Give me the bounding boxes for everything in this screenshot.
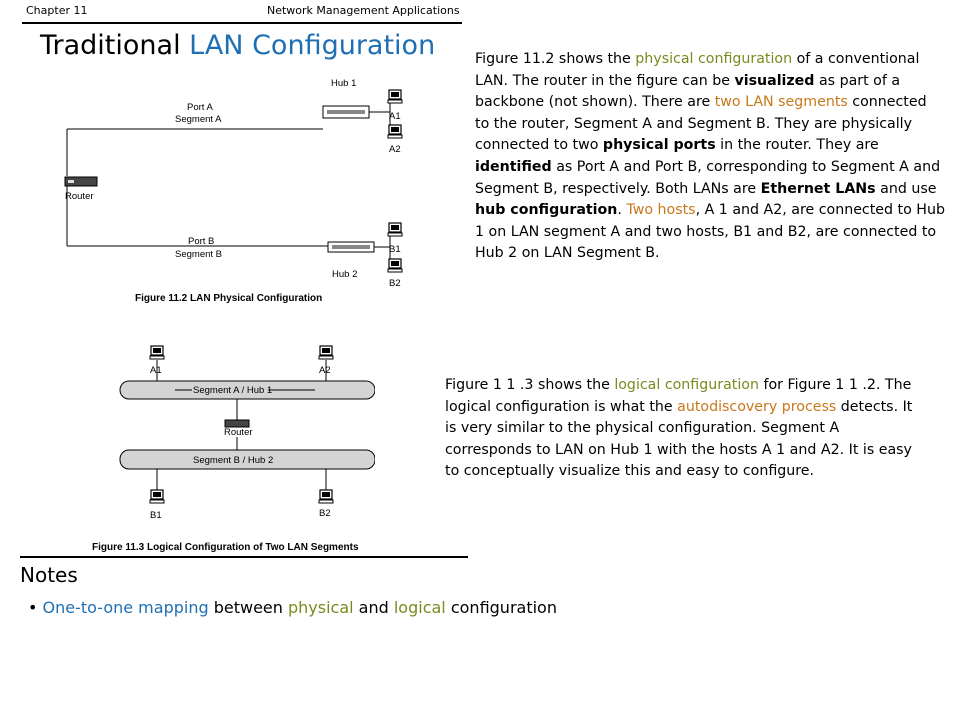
- hub2-label: Hub 2: [332, 269, 357, 280]
- logical-configuration-paragraph: Figure 1 1 .3 shows the logical configur…: [445, 375, 915, 483]
- para1-text: as Port A and Port B, corresponding to S…: [475, 158, 941, 197]
- segment-a-pipe: [119, 380, 375, 400]
- router-device: [64, 176, 98, 187]
- logical-host-b1-icon: [149, 489, 165, 504]
- router-label: Router: [65, 191, 94, 202]
- host-a1-label: A1: [389, 111, 401, 122]
- header-title: Network Management Applications: [267, 4, 460, 17]
- para2-highlight-logical-configuration: logical configuration: [614, 377, 759, 393]
- para1-highlight-visualized: visualized: [734, 72, 815, 89]
- para1-highlight-physical-configuration: physical configuration: [635, 51, 793, 67]
- slide-title-part2: LAN Configuration: [189, 30, 436, 61]
- logical-host-a2-label: A2: [319, 365, 331, 376]
- host-a2-icon: [387, 124, 403, 139]
- para1-text: , A 1 and A2, are connected to Hub 1 on …: [475, 202, 945, 262]
- para1-text: in the router. They are: [715, 137, 879, 154]
- para1-text: Figure 11.2 shows the: [475, 51, 636, 67]
- logical-router-label: Router: [224, 427, 253, 438]
- segment-b-label: Segment B: [175, 249, 222, 260]
- slide-title-part1: Traditional: [40, 30, 190, 61]
- port-a-label: Port A: [187, 102, 214, 113]
- host-b2-icon: [387, 258, 403, 273]
- figure-logical-configuration: A1 A2 Segment A / Hub 1 Router Segment B…: [92, 345, 375, 553]
- logical-host-b2-label: B2: [319, 508, 331, 519]
- para2-text: detects. It is very similar to the physi…: [445, 398, 913, 480]
- physical-configuration-paragraph: Figure 11.2 shows the physical configura…: [475, 49, 945, 265]
- figure1-caption: Figure 11.2 LAN Physical Configuration: [135, 293, 322, 304]
- segment-a-label: Segment A: [175, 114, 222, 125]
- notes-text: and: [353, 598, 394, 617]
- hub1-label: Hub 1: [331, 78, 356, 89]
- para1-text: as part of a backbone (not shown). There…: [475, 72, 901, 111]
- segment-b-hub2-label: Segment B / Hub 2: [193, 455, 273, 466]
- host-a2-label: A2: [389, 144, 401, 155]
- notes-highlight-physical: physical: [287, 598, 354, 617]
- para1-text: connected to the router, Segment A and S…: [475, 94, 927, 154]
- logical-host-a1-icon: [149, 345, 165, 360]
- para2-text: Figure 1 1 .3 shows the: [445, 377, 615, 393]
- para2-highlight-autodiscovery-process: autodiscovery process: [677, 398, 837, 415]
- notes-highlight-logical: logical: [393, 598, 446, 617]
- para1-highlight-ethernet-lans: Ethernet LANs: [760, 180, 876, 197]
- host-a1-icon: [387, 89, 403, 104]
- chapter-label: Chapter 11: [26, 4, 88, 17]
- host-b1-icon: [387, 222, 403, 237]
- para1-text: of a conventional LAN. The router in the…: [475, 51, 920, 89]
- figure2-caption: Figure 11.3 Logical Configuration of Two…: [92, 542, 359, 553]
- logical-router-device: [224, 419, 250, 428]
- para1-highlight-two-hosts: Two hosts: [626, 202, 696, 219]
- para2-text: for Figure 1 1 .2. The logical configura…: [445, 377, 912, 415]
- logical-host-a2-icon: [318, 345, 334, 360]
- logical-host-b2-icon: [318, 489, 334, 504]
- host-b1-label: B1: [389, 244, 401, 255]
- segment-a-hub1-label: Segment A / Hub 1: [193, 385, 272, 396]
- para1-highlight-physical-ports: physical ports: [602, 137, 716, 154]
- bullet-marker: •: [28, 598, 43, 617]
- header-divider: [22, 22, 462, 24]
- notes-text: between: [208, 598, 288, 617]
- notes-divider: [20, 556, 468, 558]
- notes-bullet: • One-to-one mapping between physical an…: [28, 598, 557, 617]
- notes-highlight-one-to-one: One-to-one mapping: [42, 598, 209, 617]
- notes-heading: Notes: [20, 563, 78, 587]
- slide-title: Traditional LAN Configuration: [40, 30, 435, 61]
- port-b-label: Port B: [188, 236, 214, 247]
- host-b2-label: B2: [389, 278, 401, 289]
- figure-physical-configuration: Router Hub 1 Port A Segment A A1 A2 Hub …: [64, 78, 403, 304]
- para1-highlight-two-lan-segments: two LAN segments: [714, 94, 848, 111]
- para1-text: .: [617, 202, 627, 219]
- para1-text: and use: [875, 180, 937, 197]
- logical-host-a1-label: A1: [150, 365, 162, 376]
- para1-highlight-hub-configuration: hub configuration: [475, 202, 618, 219]
- para1-highlight-identified: identified: [475, 158, 552, 175]
- notes-text: configuration: [445, 598, 557, 617]
- segment-b-pipe: [119, 449, 375, 470]
- logical-host-b1-label: B1: [150, 510, 162, 521]
